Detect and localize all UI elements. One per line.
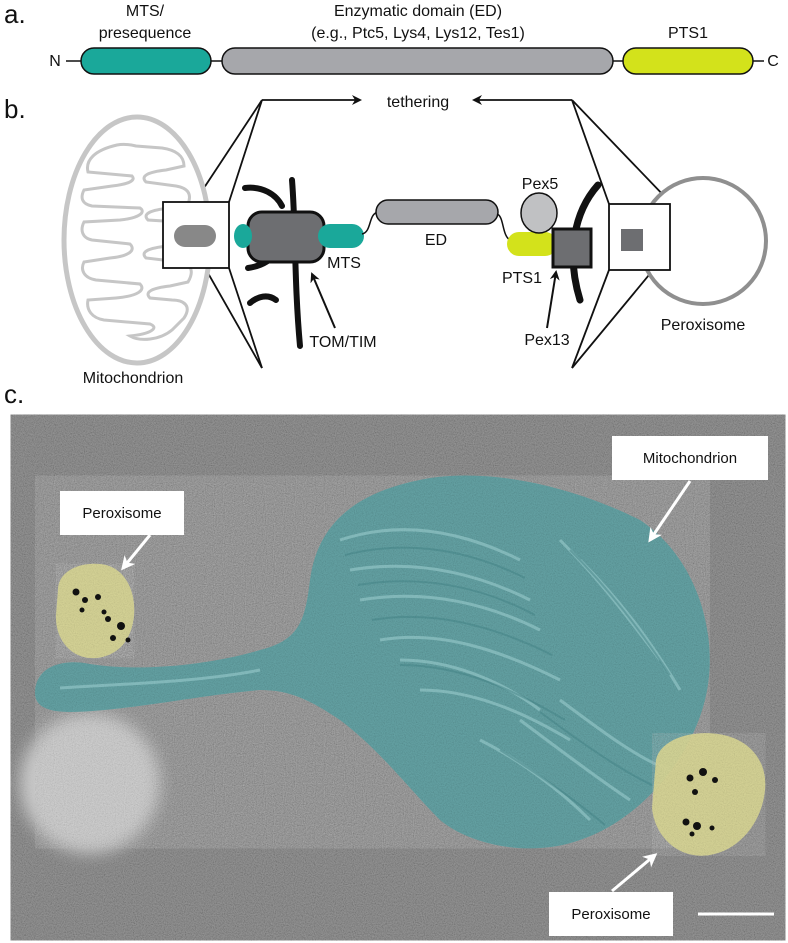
callout-perox-top-text: Peroxisome [82, 505, 161, 522]
ed-domain [221, 47, 614, 75]
tethering-label: tethering [387, 94, 449, 111]
zoom-outline [195, 99, 669, 369]
pts1-domain [622, 47, 754, 75]
mts-label: MTS [327, 255, 361, 272]
pex5-label: Pex5 [522, 176, 559, 193]
ed-label: ED [425, 232, 447, 249]
panel-a-label: a. [4, 0, 26, 29]
zoom-left-top [228, 99, 263, 203]
mts-label-line2: presequence [99, 25, 192, 42]
c-terminus-label: C [767, 53, 779, 70]
mitochondrion-label: Mitochondrion [83, 370, 184, 387]
callout-perox-top-arrow [121, 534, 152, 571]
mts-label-line1: MTS/ [126, 3, 165, 20]
zoom-left-bottom [228, 267, 263, 369]
pts1-label: PTS1 [668, 25, 708, 42]
mts-domain [80, 47, 212, 75]
mts-fragment [234, 224, 252, 248]
ed-label-line1: Enzymatic domain (ED) [334, 3, 502, 20]
callout-perox-bottom-arrow [611, 853, 658, 893]
zoom-right-bottom [571, 269, 610, 369]
pex5-receptor [520, 192, 558, 234]
mts-ed-linker [361, 211, 379, 235]
peroxisome-cartoon [608, 176, 768, 306]
pex13-complex [551, 227, 593, 269]
callout-perox-bottom-text: Peroxisome [571, 906, 650, 923]
ed-label-line2: (e.g., Ptc5, Lys4, Lys12, Tes1) [311, 25, 525, 42]
panel-c-label: c. [4, 379, 24, 409]
pts1-b-label: PTS1 [502, 270, 542, 287]
callout-perox-bottom-box [549, 892, 673, 936]
zoom-right-top [571, 99, 610, 205]
pts1-segment [507, 232, 557, 256]
em-frame [9, 413, 787, 942]
tom-tim-arrow [310, 272, 336, 329]
tom-tim-label: TOM/TIM [309, 334, 376, 351]
ed-pts1-linker [496, 213, 511, 241]
peroxisome-label: Peroxisome [661, 317, 746, 334]
callout-mito-arrow [648, 480, 692, 543]
panel-b-label: b. [4, 94, 26, 124]
tom-tim-complex [246, 210, 326, 264]
ed-segment [375, 199, 499, 225]
callout-mito-text: Mitochondrion [643, 450, 737, 467]
pex13-arrow [546, 270, 560, 329]
pex13-label: Pex13 [524, 332, 569, 349]
mts-segment [318, 224, 364, 248]
mitochondrion-cartoon [61, 114, 230, 366]
callout-mito-box [612, 436, 768, 480]
callout-perox-top-box [60, 491, 184, 535]
n-terminus-label: N [49, 53, 61, 70]
